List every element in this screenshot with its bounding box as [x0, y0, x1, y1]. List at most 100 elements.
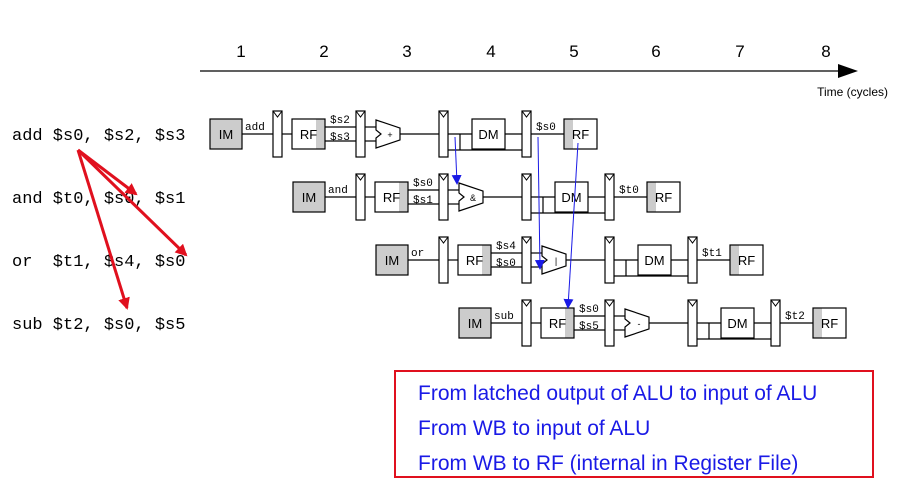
dm-label-or: DM [644, 253, 664, 268]
instruction-text-or: or $t1, $s4, $s0 [12, 253, 185, 272]
alu-op-and: & [470, 193, 476, 203]
reg-if-id-add-clock-mark [272, 110, 283, 118]
rf-src1-label-or: $s4 [496, 241, 516, 253]
rf-read-and-shade [399, 182, 408, 212]
reg-mem-wb-or-clock-mark [687, 236, 698, 244]
reg-ex-mem-sub-clock-mark [687, 299, 698, 307]
reg-if-id-sub-clock-mark [521, 299, 532, 307]
im-label-and: IM [302, 190, 316, 205]
reg-if-id-add [272, 110, 283, 158]
reg-if-id-sub [521, 299, 532, 347]
rf-src2-label-sub: $s5 [579, 321, 599, 333]
reg-if-id-or [438, 236, 449, 284]
rf-read-add-label: RF [300, 127, 317, 142]
rf-write-add [563, 118, 598, 150]
reg-mem-wb-and-clock-mark [604, 173, 615, 181]
reg-id-ex-sub-clock-mark [604, 299, 615, 307]
rf-write-or-shade [730, 245, 739, 275]
cycle-label-5: 5 [569, 42, 578, 61]
time-axis-label: Time (cycles) [817, 85, 888, 99]
reg-id-ex-sub [604, 299, 615, 347]
dm-label-add: DM [478, 127, 498, 142]
rf-read-add-shade [316, 119, 325, 149]
alu-and [458, 182, 484, 212]
reg-ex-mem-or-clock-mark [604, 236, 615, 244]
reg-ex-mem-and-clock-mark [521, 173, 532, 181]
rf-read-sub-label: RF [549, 316, 566, 331]
im-label-or: IM [385, 253, 399, 268]
dependency-arrow-sub [76, 149, 130, 310]
reg-ex-mem-and [521, 173, 532, 221]
rf-read-and [374, 181, 409, 213]
forward-arrow-wb-to-rf [563, 142, 579, 309]
forward-arrow-alu-to-alu [451, 136, 462, 185]
instruction-text-add: add $s0, $s2, $s3 [12, 127, 185, 146]
rf-read-add [291, 118, 326, 150]
im-label-add: IM [219, 127, 233, 142]
dm-label-and: DM [561, 190, 581, 205]
im-or [375, 244, 409, 276]
mnemonic-label-and: and [328, 185, 348, 197]
rf-write-or-label: RF [738, 253, 755, 268]
reg-id-ex-add [355, 110, 366, 158]
dependency-arrow-or [76, 148, 188, 257]
reg-mem-wb-sub [770, 299, 781, 347]
alu-sub [624, 308, 650, 338]
reg-mem-wb-sub-clock-mark [770, 299, 781, 307]
alu-op-or: | [555, 256, 557, 266]
cycle-label-3: 3 [402, 42, 411, 61]
reg-id-ex-or [521, 236, 532, 284]
dm-label-sub: DM [727, 316, 747, 331]
reg-id-ex-add-clock-mark [355, 110, 366, 118]
rf-write-add-shade [564, 119, 573, 149]
wb-dest-label-add: $s0 [536, 122, 556, 134]
mnemonic-label-sub: sub [494, 311, 514, 323]
reg-mem-wb-add [521, 110, 532, 158]
forwarding-paths [451, 136, 579, 309]
reg-if-id-and-clock-mark [355, 173, 366, 181]
rf-read-or-shade [482, 245, 491, 275]
instruction-text-and: and $t0, $s0, $s1 [12, 190, 185, 209]
alu-op-add: + [387, 130, 392, 140]
wb-dest-label-sub: $t2 [785, 311, 805, 323]
rf-src1-label-and: $s0 [413, 178, 433, 190]
note-wb-to-alu: From WB to input of ALU [418, 417, 651, 440]
reg-if-id-and [355, 173, 366, 221]
dependency-arrows [76, 148, 188, 310]
instruction-list: add $s0, $s2, $s3 and $t0, $s0, $s1 or $… [12, 127, 185, 335]
cycle-label-1: 1 [236, 42, 245, 61]
instruction-text-sub: sub $t2, $s0, $s5 [12, 316, 185, 335]
reg-ex-mem-or [604, 236, 615, 284]
im-label-sub: IM [468, 316, 482, 331]
rf-src1-label-add: $s2 [330, 115, 350, 127]
wb-dest-label-or: $t1 [702, 248, 722, 260]
alu-add [375, 119, 401, 149]
rf-write-and [646, 181, 681, 213]
dm-add [471, 118, 506, 150]
reg-ex-mem-add [438, 110, 449, 158]
reg-mem-wb-and [604, 173, 615, 221]
reg-mem-wb-add-clock-mark [521, 110, 532, 118]
rf-src1-label-sub: $s0 [579, 304, 599, 316]
rf-write-sub-shade [813, 308, 822, 338]
rf-read-and-label: RF [383, 190, 400, 205]
rf-src2-label-or: $s0 [496, 258, 516, 270]
reg-if-id-or-clock-mark [438, 236, 449, 244]
time-axis-arrowhead [838, 64, 858, 78]
cycle-label-8: 8 [821, 42, 830, 61]
reg-ex-mem-add-clock-mark [438, 110, 449, 118]
rf-read-sub-shade [565, 308, 574, 338]
rf-read-or-label: RF [466, 253, 483, 268]
alu-op-sub: - [638, 319, 641, 329]
rf-write-or [729, 244, 764, 276]
rf-read-sub [540, 307, 575, 339]
rf-src2-label-and: $s1 [413, 195, 433, 207]
timeline: 1 2 3 4 5 6 7 8 Time (cycles) [200, 42, 888, 99]
cycle-label-7: 7 [735, 42, 744, 61]
rf-src2-label-add: $s3 [330, 132, 350, 144]
rf-write-add-label: RF [572, 127, 589, 142]
